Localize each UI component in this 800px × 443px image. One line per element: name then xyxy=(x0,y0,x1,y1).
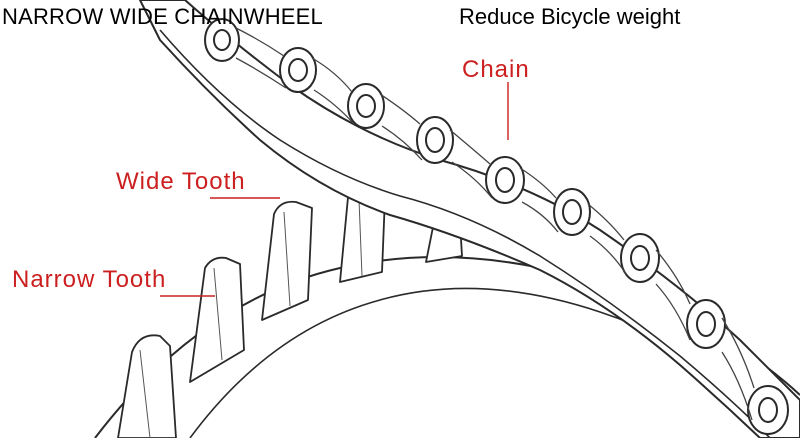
chain-inner-plate xyxy=(159,29,771,439)
leader-lines xyxy=(160,82,509,297)
roller xyxy=(495,167,515,193)
chain-link-plates xyxy=(235,27,755,421)
narrow-tooth-label: Narrow Tooth xyxy=(12,266,167,293)
roller xyxy=(696,311,716,337)
tooth-1 xyxy=(117,334,177,439)
roller xyxy=(288,58,308,82)
roller xyxy=(425,127,445,153)
roller xyxy=(562,199,582,225)
page-subtitle: Reduce Bicycle weight xyxy=(459,4,681,29)
roller xyxy=(356,94,376,118)
roller xyxy=(213,29,231,51)
page-title: NARROW WIDE CHAINWHEEL xyxy=(2,4,323,29)
roller xyxy=(630,245,650,271)
chain-rollers xyxy=(204,18,789,435)
chain-label: Chain xyxy=(462,56,530,83)
roller xyxy=(758,397,778,423)
tooth-2 xyxy=(189,256,245,383)
wide-tooth-label: Wide Tooth xyxy=(116,168,246,195)
